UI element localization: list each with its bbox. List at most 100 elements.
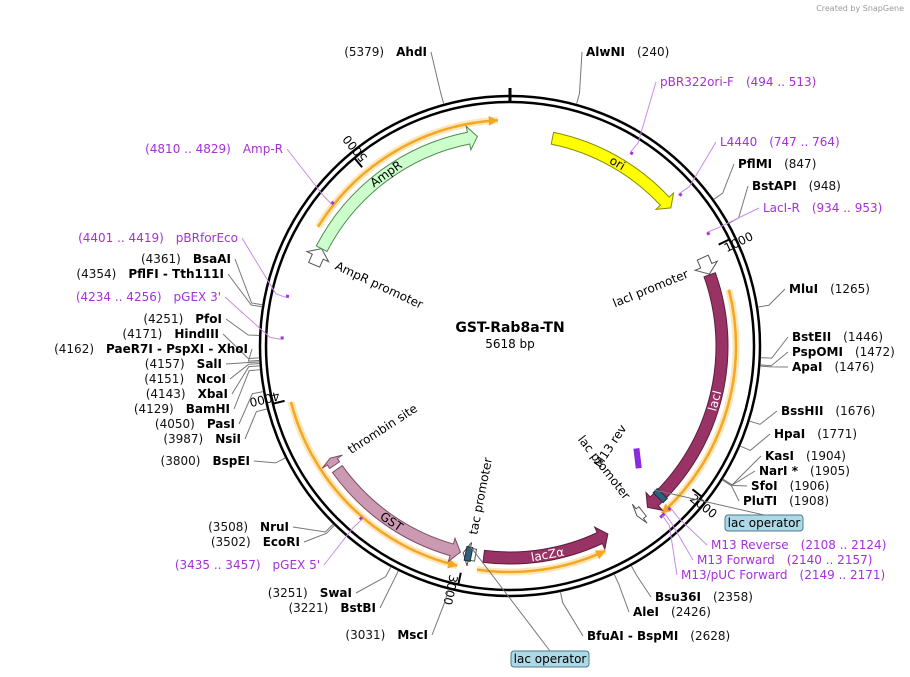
enzyme-name: BfuAI - BspMI xyxy=(587,629,678,643)
enzyme-paer7i-pspxi-xhoi: (4162)PaeR7I - PspXI - XhoI xyxy=(54,342,248,356)
enzyme-name: BstBI xyxy=(340,601,376,615)
primer-amp-r: (4810 .. 4829)Amp-R xyxy=(145,142,283,156)
restriction-sites: AlwNI(240)PflMI(847)BstAPI(948)MluI(1265… xyxy=(54,45,895,643)
enzyme-name: EcoRI xyxy=(263,535,300,549)
enzyme-pasi: (4050) PasI xyxy=(155,417,235,431)
primer-laci-r: LacI-R(934 .. 953) xyxy=(763,201,882,215)
enzyme-leader-line xyxy=(222,333,260,359)
primer-leader-line xyxy=(629,81,657,153)
primer-mark xyxy=(285,294,290,299)
enzyme-leader-line xyxy=(379,570,399,609)
enzyme-leader-line xyxy=(355,566,392,594)
enzyme-leader-line xyxy=(244,408,268,440)
orange-arcs xyxy=(287,115,740,576)
orange-arc-arrowhead xyxy=(594,550,606,560)
primer-position: (2149 .. 2171) xyxy=(800,568,886,582)
feature-laci-promoter xyxy=(693,254,719,275)
feature-lac-promoter xyxy=(631,503,648,524)
primer-leader-line xyxy=(241,237,288,299)
primer-position: (4810 .. 4829) xyxy=(145,142,231,156)
lac-operator-mark xyxy=(463,545,474,562)
primer-mark xyxy=(330,200,335,206)
enzyme-leader-line xyxy=(229,363,260,380)
enzyme-pflfi-tth111i: (4354)PflFI - Tth111I xyxy=(76,267,224,281)
enzyme-position: (1908) xyxy=(789,494,829,508)
enzyme-position: (1676) xyxy=(835,404,875,418)
enzyme-ncoi: (4151)NcoI xyxy=(144,372,226,386)
enzyme-name: BamHI xyxy=(186,402,230,416)
enzyme-xbai: (4143)XbaI xyxy=(146,387,228,401)
enzyme-name: AleI xyxy=(633,605,659,619)
feature-gst xyxy=(331,464,462,563)
enzyme-leader-line xyxy=(760,351,789,367)
plasmid-name: GST-Rab8a-TN xyxy=(455,320,564,336)
tick-mark xyxy=(691,488,703,498)
enzyme-position: (3502) xyxy=(211,535,251,549)
enzyme-bsaai: (4361)BsaAI xyxy=(141,252,231,266)
primer-name: M13 Forward xyxy=(697,553,775,567)
enzyme-leader-line xyxy=(760,336,789,359)
enzyme-mlui: MluI(1265) xyxy=(789,282,870,296)
enzyme-nrui: (3508)NruI xyxy=(208,520,289,534)
enzyme-position: (4050) xyxy=(155,417,195,431)
enzyme-leader-line xyxy=(225,361,260,365)
enzyme-leader-line xyxy=(722,479,748,487)
enzyme-hindiii: (4171)HindIII xyxy=(122,327,219,341)
enzyme-position: (1905) xyxy=(810,464,850,478)
enzyme-leader-line xyxy=(713,163,735,200)
enzyme-position: (3987) xyxy=(163,432,203,446)
enzyme-name: PasI xyxy=(207,417,235,431)
m13-rev-mark xyxy=(633,448,642,469)
primer-mark xyxy=(659,514,664,519)
enzyme-name: SwaI xyxy=(320,586,352,600)
enzyme-position: (3800) xyxy=(161,454,201,468)
primer-name: LacI-R xyxy=(763,201,800,215)
enzyme-leader-line xyxy=(430,51,445,105)
feature-ampr xyxy=(315,124,479,253)
enzyme-leader-line xyxy=(740,433,771,451)
primer-mark xyxy=(661,512,666,517)
primer-position: (747 .. 764) xyxy=(769,135,839,149)
orange-arc xyxy=(289,401,458,567)
primer-leader-line xyxy=(670,507,708,546)
tick-mark xyxy=(272,399,285,405)
primer-pbrforeco: (4401 .. 4419)pBRforEco xyxy=(78,231,238,245)
enzyme-bstbi: (3221)BstBI xyxy=(288,601,376,615)
feature-ori xyxy=(550,131,675,211)
enzyme-position: (4143) xyxy=(146,387,186,401)
primer-l4440: L4440(747 .. 764) xyxy=(720,135,840,149)
tick-mark xyxy=(457,572,462,585)
primer-position: (2108 .. 2124) xyxy=(801,538,887,552)
tick-label: 3000 xyxy=(440,574,460,607)
enzyme-name: PfoI xyxy=(195,312,222,326)
primer-leader-line xyxy=(664,513,694,561)
enzyme-name: PspOMI xyxy=(792,345,843,359)
box-leader-line xyxy=(654,489,765,516)
enzyme-position: (4151) xyxy=(144,372,184,386)
enzyme-position: (5379) xyxy=(344,45,384,59)
enzyme-position: (4171) xyxy=(122,327,162,341)
primer-name: M13 Reverse xyxy=(711,538,789,552)
enzyme-position: (1476) xyxy=(834,360,874,374)
enzyme-leader-line xyxy=(231,365,260,395)
feature-lacz xyxy=(482,526,609,565)
primer-m13-puc-forward: M13/pUC Forward(2149 .. 2171) xyxy=(681,568,885,582)
lac-operator-box xyxy=(724,514,804,532)
primer-name: pBR322ori-F xyxy=(660,75,734,89)
enzyme-leader-line xyxy=(234,258,263,306)
enzyme-name: PflMI xyxy=(738,157,772,171)
enzyme-bsu36i: Bsu36I(2358) xyxy=(655,590,753,604)
enzyme-leader-line xyxy=(613,574,630,613)
enzyme-name: NsiI xyxy=(215,432,241,446)
enzyme-pfoi: (4251)PfoI xyxy=(143,312,222,326)
enzyme-name: KasI xyxy=(765,449,794,463)
enzyme-leader-line xyxy=(431,589,449,636)
primer-name: pGEX 5' xyxy=(273,558,320,572)
enzyme-bsteii: BstEII(1446) xyxy=(792,330,883,344)
enzyme-pluti: PluTI(1908) xyxy=(743,494,829,508)
enzyme-leader-line xyxy=(576,51,583,105)
primer-mark xyxy=(358,516,364,521)
feature-label-tac-promoter: tac promoter xyxy=(466,456,495,535)
